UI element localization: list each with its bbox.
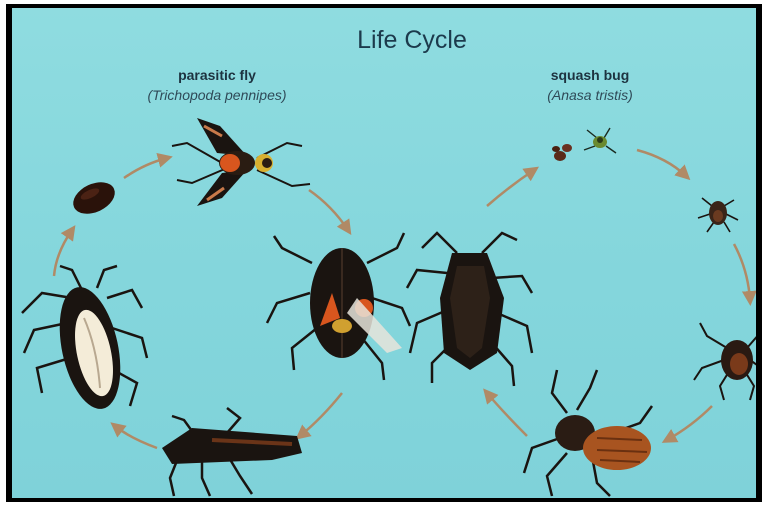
bug-scientific-name: (Anasa tristis)	[547, 87, 633, 103]
arrow-pupa-to-fly	[124, 158, 167, 178]
adult-fly	[172, 118, 310, 206]
fly-on-host	[267, 233, 410, 380]
fly-name-label: parasitic fly	[178, 67, 256, 83]
arrow-dead-to-larva	[115, 426, 157, 448]
fly-scientific-name: (Trichopoda pennipes)	[147, 87, 286, 103]
life-cycle-illustration: Life Cycle parasitic fly (Trichopoda pen…	[12, 8, 756, 498]
arrow-hatch-to-small	[637, 150, 686, 176]
small-nymph	[698, 198, 738, 232]
fly-pupa	[68, 176, 120, 220]
slide-frame: Life Cycle parasitic fly (Trichopoda pen…	[6, 4, 762, 502]
arrow-fly-to-host	[309, 190, 348, 230]
eggs-and-hatchling	[552, 128, 616, 161]
arrow-host-to-dead	[300, 393, 342, 436]
adult-squash-bug	[407, 233, 532, 386]
dead-host	[162, 408, 302, 496]
arrow-medium-to-large	[667, 406, 712, 440]
diagram-panel: Life Cycle parasitic fly (Trichopoda pen…	[12, 8, 756, 498]
bug-cycle-arrows	[487, 150, 750, 440]
arrow-large-to-adult	[487, 393, 527, 436]
bug-name-label: squash bug	[551, 67, 630, 83]
medium-nymph	[694, 323, 756, 400]
large-nymph	[524, 370, 652, 496]
host-with-larva	[22, 266, 147, 414]
arrow-adult-to-eggs	[487, 170, 534, 206]
diagram-title: Life Cycle	[357, 26, 467, 54]
arrow-small-to-medium	[734, 244, 750, 300]
